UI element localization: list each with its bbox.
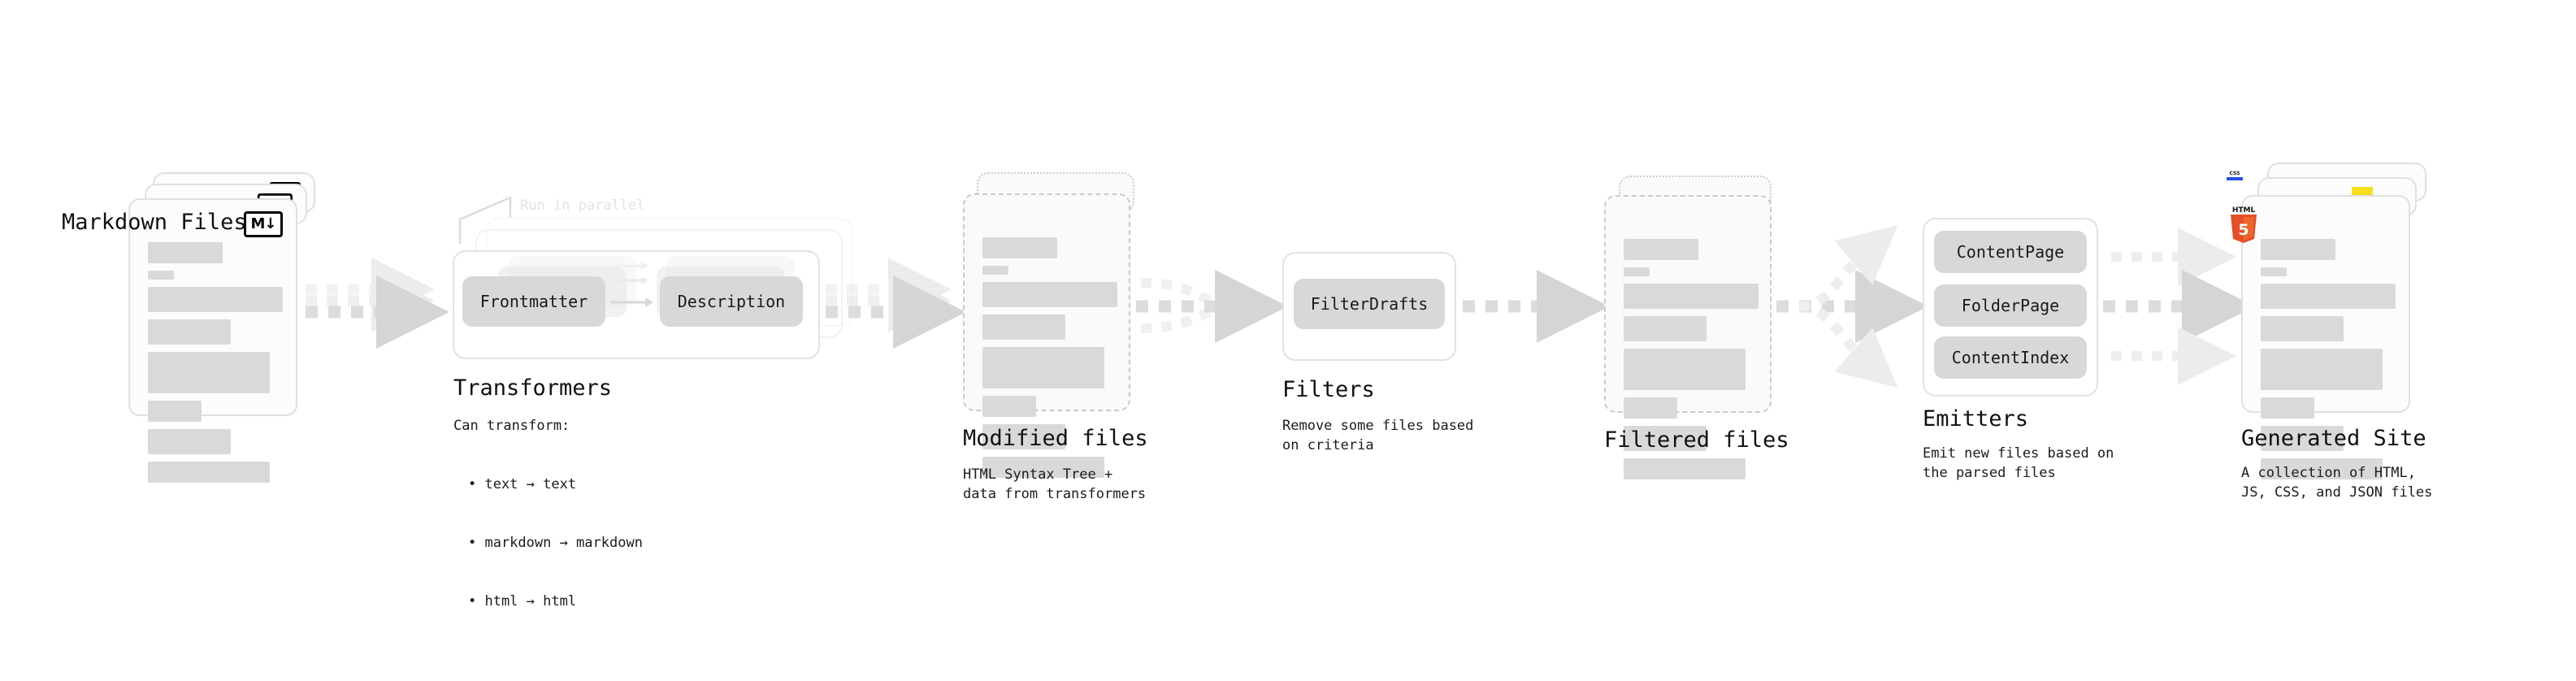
css-bar: [2227, 177, 2243, 180]
doc-skeleton-lines: [2261, 239, 2396, 487]
modified-files-subtext-line1: HTML Syntax Tree +: [963, 466, 1113, 483]
doc-line: [982, 396, 1036, 417]
doc-line: [982, 347, 1104, 388]
doc-line: [982, 237, 1057, 258]
stage-heading-filters: Filters: [1282, 377, 1375, 402]
stage-heading-transformers: Transformers: [453, 375, 613, 401]
doc-line: [1624, 349, 1746, 390]
stage-heading-markdown-files: Markdown Files: [62, 210, 247, 235]
modified-files-subtext-line2: data from transformers: [963, 486, 1147, 502]
doc-line: [2261, 426, 2344, 451]
doc-line: [2261, 316, 2344, 341]
svg-text:5: 5: [2238, 221, 2249, 239]
doc-skeleton-lines: [982, 237, 1117, 485]
doc-line: [982, 314, 1065, 340]
generated-file-html: HTML 5: [2231, 195, 2410, 479]
doc-line: [1624, 316, 1706, 341]
doc-line: [2261, 239, 2335, 260]
stage-heading-filtered-files: Filtered files: [1604, 427, 1789, 453]
markdown-file-front: M↓: [128, 198, 297, 483]
doc-line: [2261, 458, 2383, 479]
doc-line: [1624, 284, 1759, 309]
filters-subtext-line1: Remove some files based: [1282, 418, 1474, 434]
transformers-bullet: • markdown → markdown: [468, 535, 643, 551]
doc-line: [148, 271, 174, 280]
emitter-node-folderpage[interactable]: FolderPage: [1934, 284, 2087, 327]
doc-skeleton-lines: [148, 242, 283, 490]
doc-line: [1624, 426, 1706, 451]
filter-node-filterdrafts[interactable]: FilterDrafts: [1294, 279, 1445, 329]
doc-line: [148, 287, 283, 312]
transformers-bullet: • html → html: [468, 593, 577, 609]
transformers-bullet-list: • text → text • markdown → markdown • ht…: [468, 436, 643, 650]
stage-heading-generated-site: Generated Site: [2241, 426, 2426, 451]
doc-line: [1624, 458, 1746, 479]
doc-line: [1624, 239, 1698, 260]
doc-skeleton-lines: [1624, 239, 1759, 487]
doc-line: [982, 424, 1065, 449]
css-icon: CSS: [2227, 171, 2243, 180]
doc-line: [148, 319, 231, 345]
doc-line: [148, 242, 223, 263]
generated-site-subtext-line2: JS, CSS, and JSON files: [2241, 484, 2433, 501]
stage-heading-emitters: Emitters: [1923, 406, 2029, 432]
doc-line: [2261, 267, 2287, 276]
filtered-file-front: [1604, 195, 1772, 479]
doc-line: [2261, 284, 2396, 309]
transformer-node-frontmatter[interactable]: Frontmatter: [462, 276, 605, 327]
doc-line: [2261, 397, 2314, 419]
generated-site-subtext-line1: A collection of HTML,: [2241, 465, 2416, 481]
doc-line: [982, 457, 1104, 478]
doc-line: [148, 462, 270, 483]
transformers-bullet: • text → text: [468, 476, 577, 492]
markdown-icon: M↓: [244, 211, 283, 237]
transformers-subtext-title: Can transform:: [453, 418, 570, 434]
emitter-node-contentpage[interactable]: ContentPage: [1934, 231, 2087, 273]
html5-icon: HTML 5: [2228, 206, 2259, 244]
doc-line: [148, 401, 202, 422]
emitters-subtext-line1: Emit new files based on: [1923, 445, 2114, 462]
doc-line: [2261, 349, 2383, 390]
doc-line: [982, 282, 1117, 307]
doc-line: [1624, 397, 1677, 419]
doc-line: [1624, 267, 1650, 276]
doc-line: [148, 429, 231, 454]
transformer-node-description[interactable]: Description: [660, 276, 803, 327]
stage-heading-modified-files: Modified files: [963, 426, 1148, 451]
filters-subtext-line2: on criteria: [1282, 437, 1374, 453]
doc-line: [982, 266, 1008, 275]
modified-file-front: [963, 193, 1130, 478]
emitter-node-contentindex[interactable]: ContentIndex: [1934, 336, 2087, 379]
run-in-parallel-label: Run in parallel: [520, 197, 645, 214]
doc-line: [148, 352, 270, 393]
emitters-subtext-line2: the parsed files: [1923, 465, 2056, 481]
